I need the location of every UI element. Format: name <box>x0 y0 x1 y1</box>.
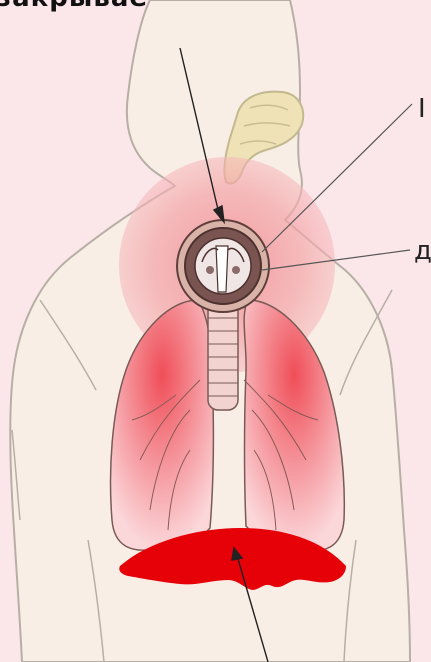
larynx <box>177 220 269 312</box>
